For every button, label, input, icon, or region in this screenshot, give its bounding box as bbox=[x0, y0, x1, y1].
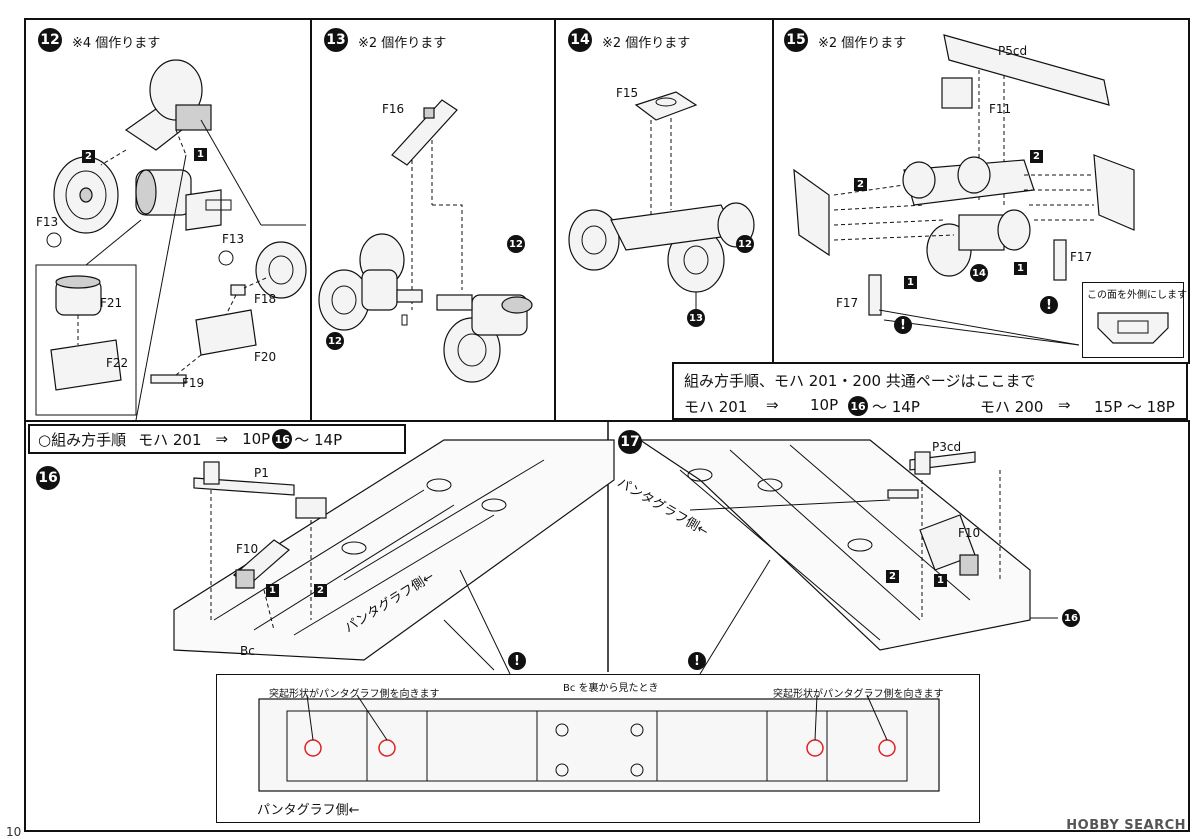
step-15-callout-1a: 1 bbox=[904, 276, 917, 289]
step-13-number: 13 bbox=[324, 28, 348, 52]
summary-line-2-e: 15P ～ 18P bbox=[1094, 398, 1175, 416]
step-12-callout-2: 2 bbox=[82, 150, 95, 163]
part-label-f21: F21 bbox=[100, 296, 123, 310]
step-16-diagram bbox=[173, 439, 615, 671]
step-13-note: ※2 個作ります bbox=[358, 36, 447, 51]
step-17-diagram bbox=[638, 439, 1058, 651]
step-17-ref-16: 16 bbox=[1062, 609, 1080, 627]
step-15-ref-14: 14 bbox=[970, 264, 988, 282]
step-13-ref-12b: 12 bbox=[507, 235, 525, 253]
step-16-callout-1: 1 bbox=[266, 584, 279, 597]
summary-box: 組み方手順、モハ 201・200 共通ページはここまで モハ 201 ⇒ 10P… bbox=[672, 362, 1188, 420]
order-page-end: ～ 14P bbox=[294, 430, 343, 449]
summary-line-2-d: モハ 200 bbox=[980, 398, 1044, 416]
part-label-f20: F20 bbox=[254, 350, 277, 364]
bc-underside-side-label: パンタグラフ側← bbox=[257, 803, 360, 818]
warning-icon: ! bbox=[894, 316, 912, 334]
part-label-f17-a: F17 bbox=[836, 296, 859, 310]
watermark: HOBBY SEARCH bbox=[1066, 818, 1186, 833]
summary-step-ref: 16 bbox=[848, 396, 868, 416]
step-17-callout-2: 2 bbox=[886, 570, 899, 583]
summary-line-1: 組み方手順、モハ 201・200 共通ページはここまで bbox=[684, 372, 1036, 390]
step-14-number: 14 bbox=[568, 28, 592, 52]
step-16-callout-2: 2 bbox=[314, 584, 327, 597]
summary-line-2-b: 10P bbox=[810, 396, 839, 414]
order-step-ref: 16 bbox=[272, 429, 293, 449]
step-17-number: 17 bbox=[618, 430, 642, 454]
bc-underside-diagram bbox=[258, 694, 940, 792]
page-number: 10 bbox=[6, 825, 22, 839]
part-label-bc: Bc bbox=[240, 644, 255, 658]
step-15-callout-text: この面を外側にします bbox=[1087, 290, 1187, 301]
part-label-f13-b: F13 bbox=[222, 232, 245, 246]
warning-icon: ! bbox=[688, 652, 706, 670]
part-label-f11: F11 bbox=[989, 102, 1012, 116]
summary-arrow-2: ⇒ bbox=[1058, 396, 1071, 414]
order-page-start: 10P bbox=[242, 430, 271, 448]
warning-icon: ! bbox=[1040, 296, 1058, 314]
part-label-f10-b: F10 bbox=[958, 526, 981, 540]
step-14-ref-12: 12 bbox=[736, 235, 754, 253]
order-prefix: ○組み方手順 bbox=[38, 430, 127, 449]
step-16-number: 16 bbox=[36, 466, 60, 490]
step-17-callout-1: 1 bbox=[934, 574, 947, 587]
step-15-panel: 15 ※2 個作ります P5cd F11 F17 F1 bbox=[772, 18, 1190, 364]
step-15-diagram bbox=[793, 34, 1135, 346]
step-12-number: 12 bbox=[38, 28, 62, 52]
order-model: モハ 201 bbox=[138, 430, 202, 449]
step-12-note: ※4 個作ります bbox=[72, 36, 161, 51]
summary-line-2-a: モハ 201 bbox=[684, 398, 748, 416]
warning-icon: ! bbox=[508, 652, 526, 670]
bc-underside-note-left: 突起形状がパンタグラフ側を向きます bbox=[269, 689, 440, 700]
step-15-note: ※2 個作ります bbox=[818, 36, 907, 51]
part-label-p3cd: P3cd bbox=[932, 440, 962, 454]
summary-line-2-c: ～ 14P bbox=[872, 398, 920, 416]
assembly-order-box: ○組み方手順 モハ 201 ⇒ 10P 16 ～ 14P bbox=[28, 424, 406, 454]
step-15-callout-2b: 2 bbox=[1030, 150, 1043, 163]
part-label-p1: P1 bbox=[254, 466, 269, 480]
step-13-ref-12a: 12 bbox=[326, 332, 344, 350]
summary-arrow-1: ⇒ bbox=[766, 396, 779, 414]
step-15-callout-2a: 2 bbox=[854, 178, 867, 191]
step-15-callout-diagram bbox=[1097, 312, 1169, 344]
part-label-f13-a: F13 bbox=[36, 215, 59, 229]
part-label-f19: F19 bbox=[182, 376, 205, 390]
part-label-p5cd: P5cd bbox=[998, 44, 1028, 58]
step-14-note: ※2 個作ります bbox=[602, 36, 691, 51]
step-15-number: 15 bbox=[784, 28, 808, 52]
step-13-panel: 13 ※2 個作ります F16 12 12 bbox=[310, 18, 556, 422]
step-12-diagram bbox=[35, 59, 307, 421]
part-label-f10-a: F10 bbox=[236, 542, 259, 556]
step-15-callout-box: この面を外側にします bbox=[1082, 282, 1187, 358]
step-14-ref-13: 13 bbox=[687, 309, 705, 327]
step-15-callout-1b: 1 bbox=[1014, 262, 1027, 275]
part-label-f22: F22 bbox=[106, 356, 129, 370]
bc-underside-view: Bc を裏から見たとき 突起形状がパンタグラフ側を向きます 突起形状がパンタグラ… bbox=[216, 674, 980, 823]
bc-underside-note-right: 突起形状がパンタグラフ側を向きます bbox=[773, 689, 944, 700]
step-12-callout-1: 1 bbox=[194, 148, 207, 161]
step-14-panel: 14 ※2 個作ります F15 12 13 bbox=[554, 18, 774, 422]
part-label-f18: F18 bbox=[254, 292, 277, 306]
part-label-f16: F16 bbox=[382, 102, 405, 116]
step-14-diagram bbox=[568, 91, 755, 310]
order-arrow: ⇒ bbox=[215, 430, 229, 448]
bc-underside-title: Bc を裏から見たとき bbox=[563, 683, 659, 694]
part-label-f17-b: F17 bbox=[1070, 250, 1093, 264]
step-13-diagram bbox=[318, 99, 533, 383]
step-12-panel: 12 ※4 個作ります bbox=[24, 18, 312, 422]
part-label-f15: F15 bbox=[616, 86, 639, 100]
